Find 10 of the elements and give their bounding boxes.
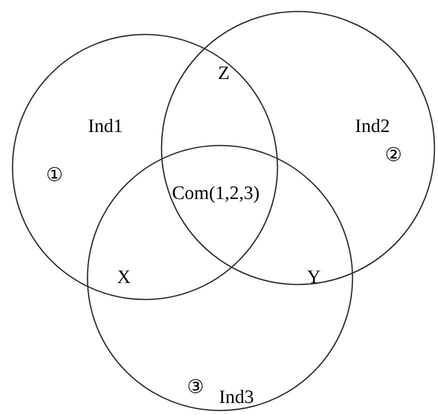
set-label: ①	[46, 166, 63, 185]
set-label: Ind1	[88, 117, 123, 136]
region-label: Z	[218, 64, 230, 83]
set-label: ③	[187, 378, 204, 397]
set-label: ②	[385, 146, 402, 165]
set-label: Ind2	[355, 117, 390, 136]
set-label: Ind3	[219, 388, 254, 407]
region-label: X	[117, 268, 131, 287]
region-label: Y	[307, 268, 321, 287]
region-label: Com(1,2,3)	[172, 184, 260, 203]
